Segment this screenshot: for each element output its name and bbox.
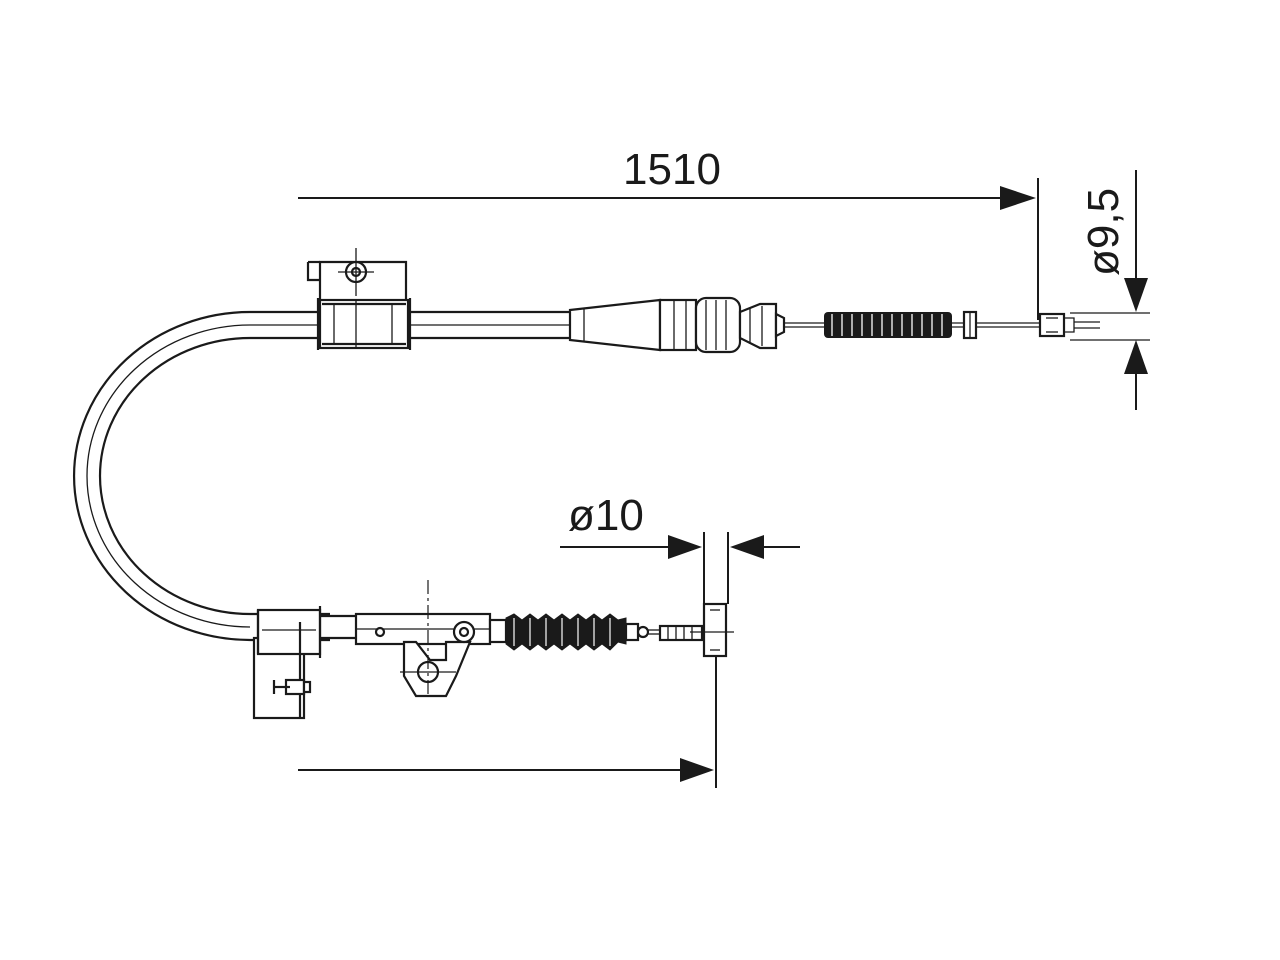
diameter-bottom-label: ø10 bbox=[568, 491, 644, 540]
top-spring bbox=[824, 312, 952, 338]
length-dimension: 1510 bbox=[298, 145, 1039, 320]
length-label: 1510 bbox=[623, 145, 721, 194]
top-end-fitting bbox=[568, 296, 826, 354]
bottom-mounting-bracket bbox=[252, 606, 322, 720]
bottom-bellows bbox=[488, 613, 650, 651]
bottom-wire-terminal bbox=[648, 602, 734, 658]
top-wire-terminal bbox=[952, 310, 1100, 340]
diameter-bottom-dimension: ø10 bbox=[560, 491, 800, 604]
cable-sheath bbox=[72, 310, 570, 642]
diameter-top-label: ø9,5 bbox=[1079, 188, 1128, 276]
diameter-top-dimension: ø9,5 bbox=[1070, 170, 1150, 410]
bottom-length-dimension bbox=[298, 656, 717, 788]
top-mounting-bracket bbox=[306, 248, 412, 350]
bottom-end-fitting bbox=[320, 580, 492, 698]
